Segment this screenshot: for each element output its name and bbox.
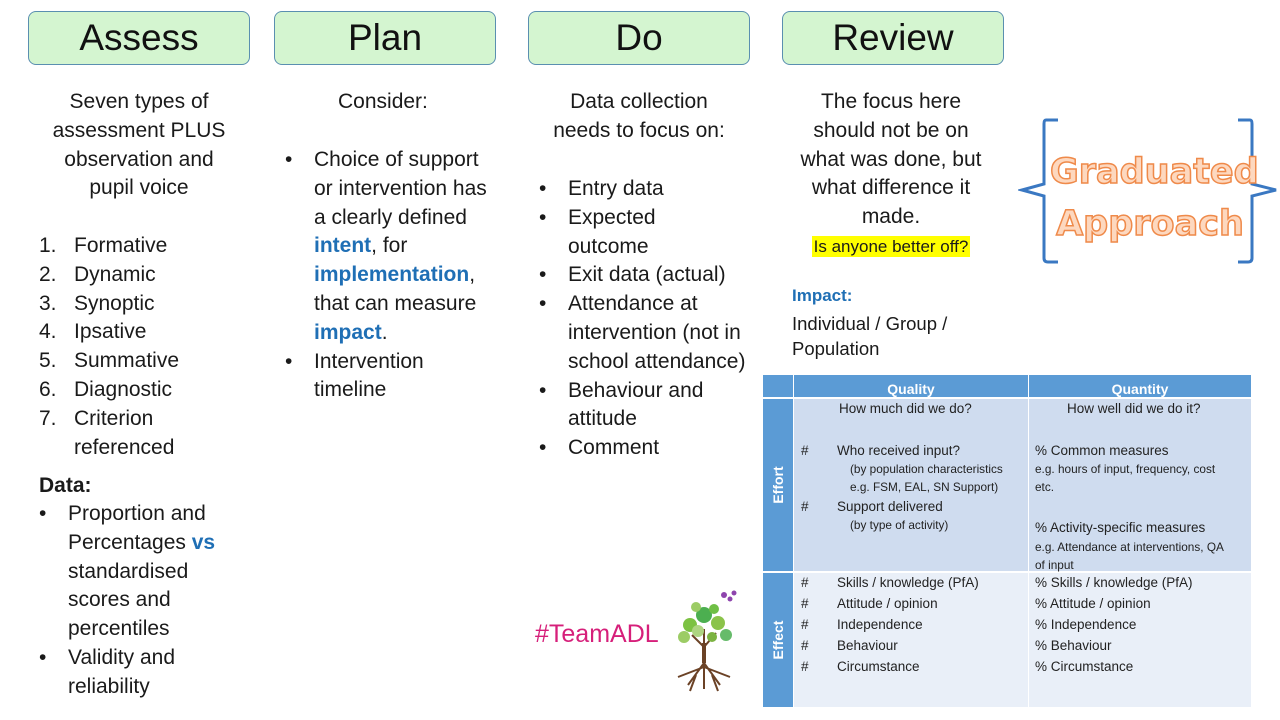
- do-intro: Data collection needs to focus on:: [553, 90, 725, 142]
- effect-quality-cell: #Skills / knowledge (PfA) #Attitude / op…: [794, 573, 1028, 707]
- review-text: The focus here should not be on what was…: [800, 90, 982, 257]
- results-matrix: Quality Quantity Effort Effect How much …: [763, 375, 1251, 707]
- effect-quantity-cell: % Skills / knowledge (PfA) % Attitude / …: [1029, 573, 1251, 707]
- list-item: 5.Summative: [39, 349, 180, 373]
- matrix-row-effort: Effort: [763, 399, 793, 571]
- highlight-question: Is anyone better off?: [811, 235, 971, 257]
- list-item: Proportion and Percentages vs standardis…: [38, 500, 238, 644]
- list-item: 3.Synoptic: [39, 291, 155, 315]
- list-item: Comment: [538, 434, 748, 463]
- assess-intro: Seven types of assessment PLUS observati…: [52, 90, 226, 200]
- matrix-header-quantity: Quantity: [1029, 375, 1251, 397]
- plan-intro: Consider:: [338, 90, 428, 113]
- impact-text: Individual / Group / Population: [792, 313, 948, 359]
- list-item: Intervention timeline: [284, 348, 454, 406]
- list-item: 4.Ipsative: [39, 320, 147, 344]
- list-item: Attendance at intervention (not in schoo…: [538, 290, 748, 376]
- effort-quantity-cell: How well did we do it? % Common measures…: [1029, 399, 1251, 572]
- graduated-approach-title: Graduated Approach: [1049, 151, 1259, 245]
- impact-label: Impact:: [792, 286, 853, 305]
- header-do: Do: [528, 11, 750, 65]
- plan-list: Choice of support or intervention has a …: [284, 146, 489, 405]
- header-review: Review: [782, 11, 1004, 65]
- list-item: Choice of support or intervention has a …: [284, 146, 489, 348]
- matrix-corner: [763, 375, 793, 397]
- assessment-types-list: 1.Formative 2.Dynamic 3.Synoptic 4.Ipsat…: [39, 232, 239, 462]
- header-plan: Plan: [274, 11, 496, 65]
- list-item: 1.Formative: [39, 234, 168, 257]
- header-assess: Assess: [28, 11, 250, 65]
- list-item: Expected outcome: [538, 204, 678, 262]
- matrix-row-effect: Effect: [763, 573, 793, 707]
- bracket-graphic: [1018, 118, 1277, 264]
- data-list: Proportion and Percentages vs standardis…: [38, 500, 238, 702]
- list-item: 7.Criterion referenced: [39, 406, 175, 459]
- team-hashtag: #TeamADL: [535, 620, 659, 648]
- matrix-header-quality: Quality: [794, 375, 1028, 397]
- data-heading: Data:: [39, 474, 92, 497]
- effort-quality-cell: How much did we do? # Who received input…: [794, 399, 1028, 571]
- list-item: Entry data: [538, 175, 748, 204]
- list-item: 6.Diagnostic: [39, 377, 173, 401]
- do-list: Entry data Expected outcome Exit data (a…: [538, 175, 748, 463]
- list-item: 2.Dynamic: [39, 262, 156, 286]
- tree-logo-icon: [677, 590, 737, 692]
- list-item: Behaviour and attitude: [538, 377, 728, 435]
- list-item: Validity and reliability: [38, 644, 198, 702]
- list-item: Exit data (actual): [538, 261, 748, 290]
